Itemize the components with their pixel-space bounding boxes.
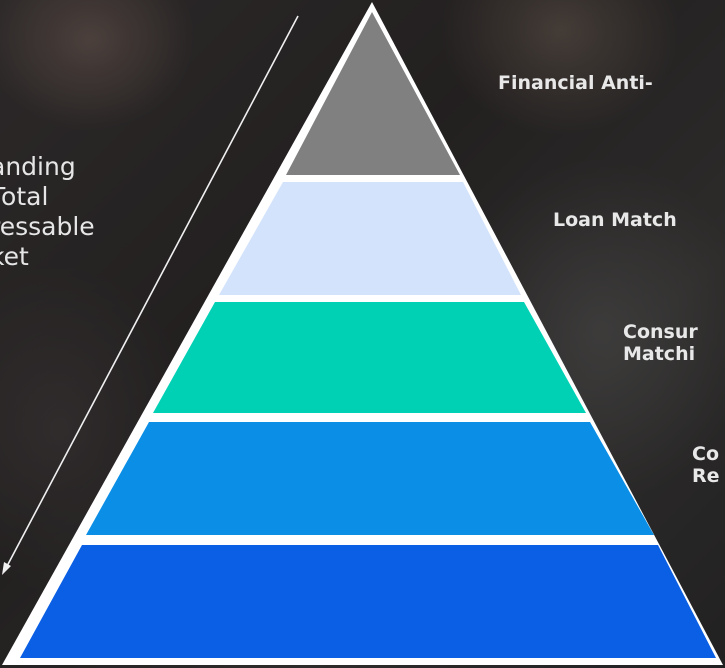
tier-label-loan: Loan Match <box>553 209 677 231</box>
tam-arrow-head <box>2 562 11 575</box>
tier-label-financial: Financial Anti- <box>498 72 653 94</box>
tier-label-co: Co Re <box>692 443 720 487</box>
tam-label: anding Total ressable ket <box>0 152 95 271</box>
tier-label-consumer: Consur Matchi <box>623 321 698 365</box>
tier-2-band <box>219 182 521 295</box>
tier-3-band <box>153 302 586 413</box>
tier-5-band <box>20 545 716 658</box>
tier-4-band <box>86 422 654 535</box>
tier-1-band <box>286 12 460 175</box>
tam-arrow-line <box>5 15 299 569</box>
